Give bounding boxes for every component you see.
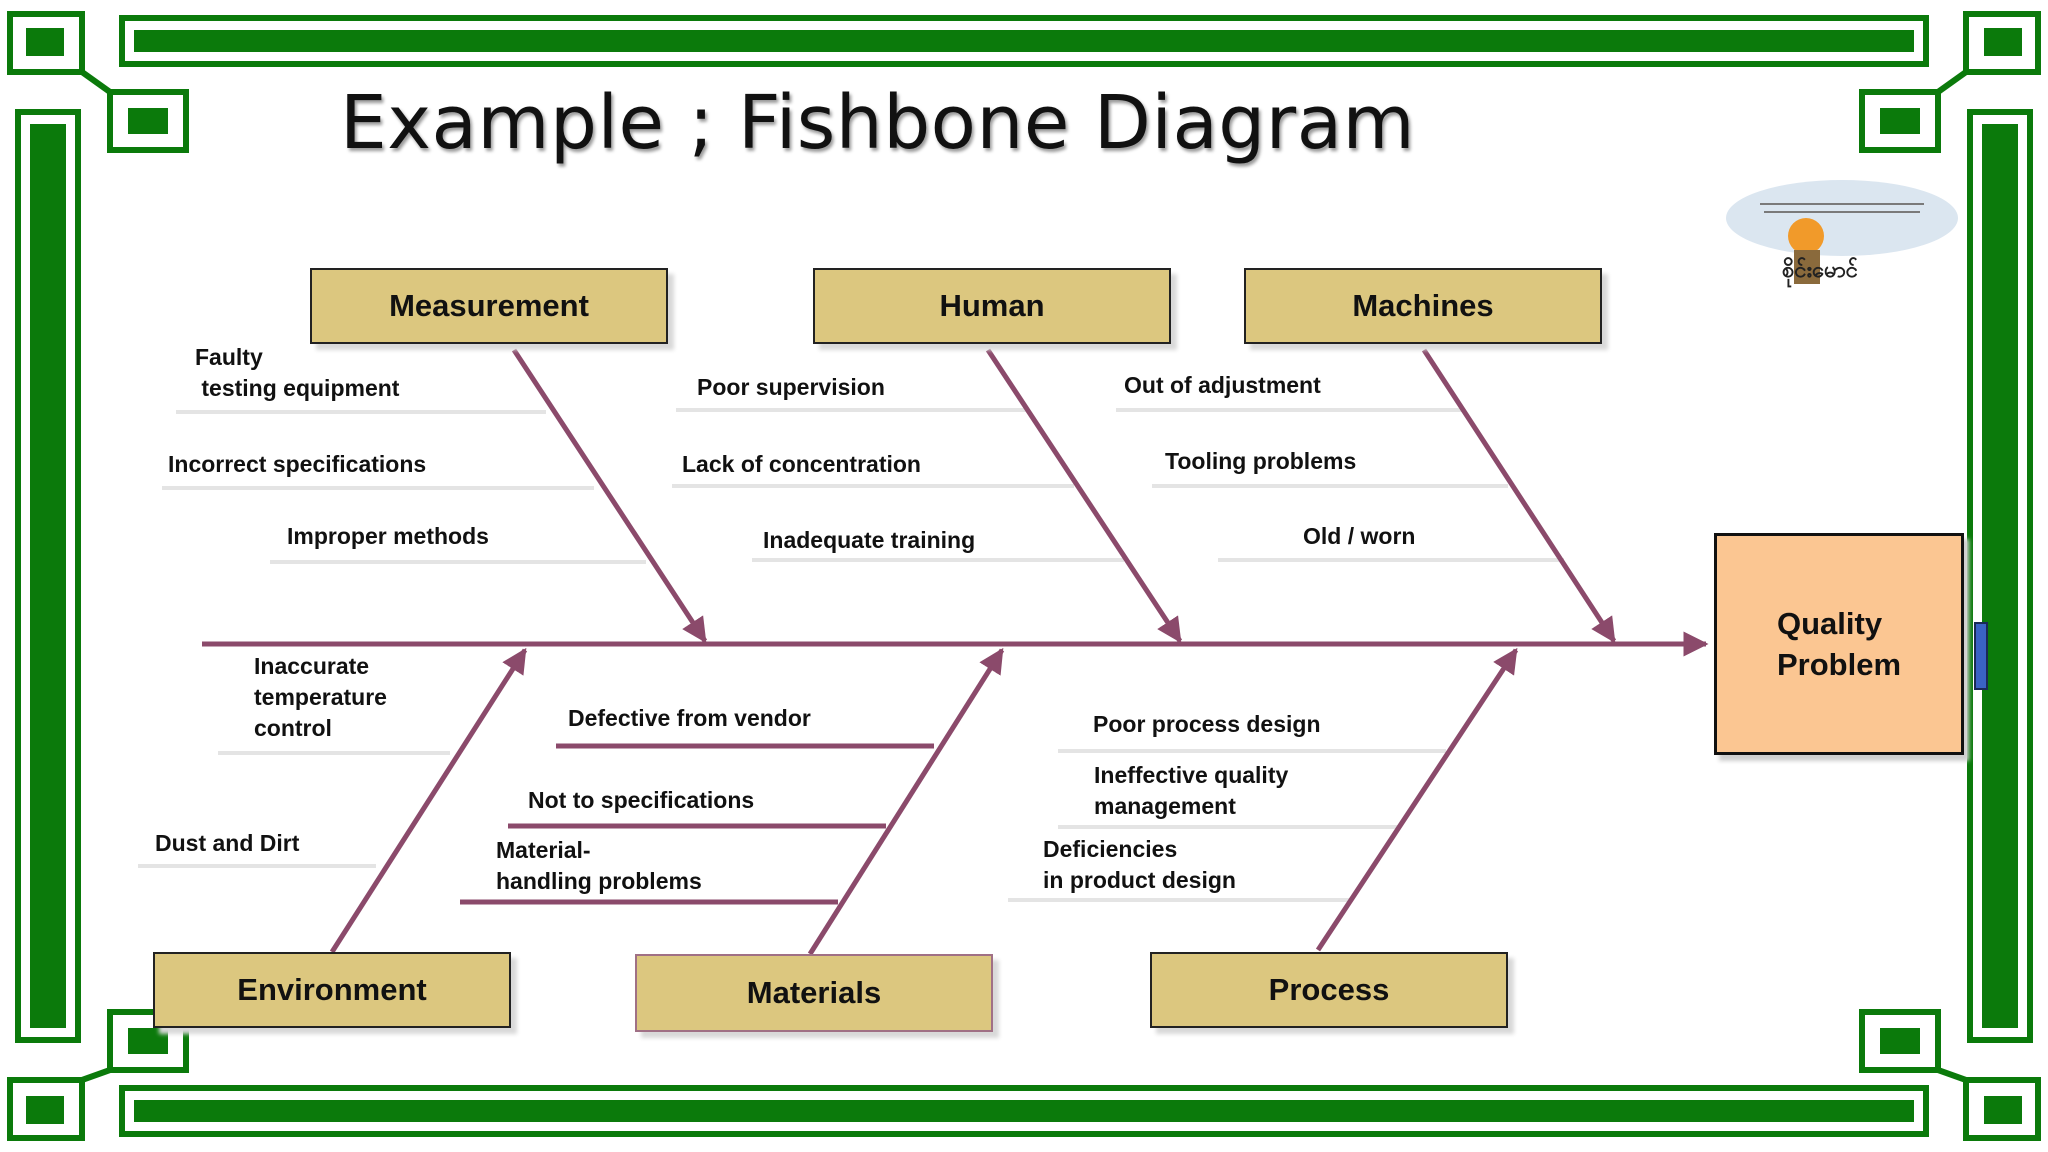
blue-tab-marker (1974, 622, 1988, 690)
cause-poor-supervision: Poor supervision (697, 374, 885, 400)
category-measurement: Measurement (310, 268, 668, 344)
cause-faulty-testing-equipment: Faulty testing equipment (195, 344, 400, 401)
decorative-frame (7, 11, 2041, 1141)
category-environment: Environment (153, 952, 511, 1028)
cause-underlines (138, 408, 1564, 902)
bone-environment (329, 647, 528, 954)
cause-defective-from-vendor: Defective from vendor (568, 705, 811, 731)
category-process: Process (1150, 952, 1508, 1028)
logo-image (1726, 180, 1958, 284)
bones (329, 348, 1617, 956)
page-title: Example ; Fishbone Diagram (340, 80, 1416, 166)
cause-improper-methods: Improper methods (287, 523, 489, 549)
cause-inaccurate-temperature-control: Inaccurate temperature control (254, 653, 387, 741)
bone-process (1315, 647, 1519, 952)
materials-ribs (460, 743, 934, 905)
bone-machines (1421, 348, 1617, 644)
bone-human (985, 348, 1183, 644)
effect-label: Quality Problem (1776, 606, 1902, 682)
cause-material-handling-problems: Material- handling problems (496, 837, 702, 894)
cause-dust-and-dirt: Dust and Dirt (155, 830, 300, 856)
cause-deficiencies-in-product-design: Deficiencies in product design (1043, 836, 1236, 893)
cause-ineffective-quality-management: Ineffective quality management (1094, 762, 1289, 819)
cause-incorrect-specifications: Incorrect specifications (168, 451, 427, 477)
logo-text: စိုင်းမောင် (1782, 258, 1858, 283)
cause-poor-process-design: Poor process design (1093, 711, 1321, 737)
category-human: Human (813, 268, 1171, 344)
category-machines: Machines (1244, 268, 1602, 344)
category-materials: Materials (635, 954, 993, 1032)
cause-not-to-specifications: Not to specifications (528, 787, 755, 813)
bone-materials (807, 647, 1005, 956)
cause-inadequate-training: Inadequate training (763, 527, 976, 553)
bone-measurement (511, 348, 708, 644)
cause-tooling-problems: Tooling problems (1165, 448, 1357, 474)
effect-box: Quality Problem (1714, 533, 1964, 755)
cause-old-worn: Old / worn (1303, 523, 1416, 549)
cause-lack-of-concentration: Lack of concentration (682, 451, 921, 477)
cause-out-of-adjustment: Out of adjustment (1124, 372, 1321, 398)
